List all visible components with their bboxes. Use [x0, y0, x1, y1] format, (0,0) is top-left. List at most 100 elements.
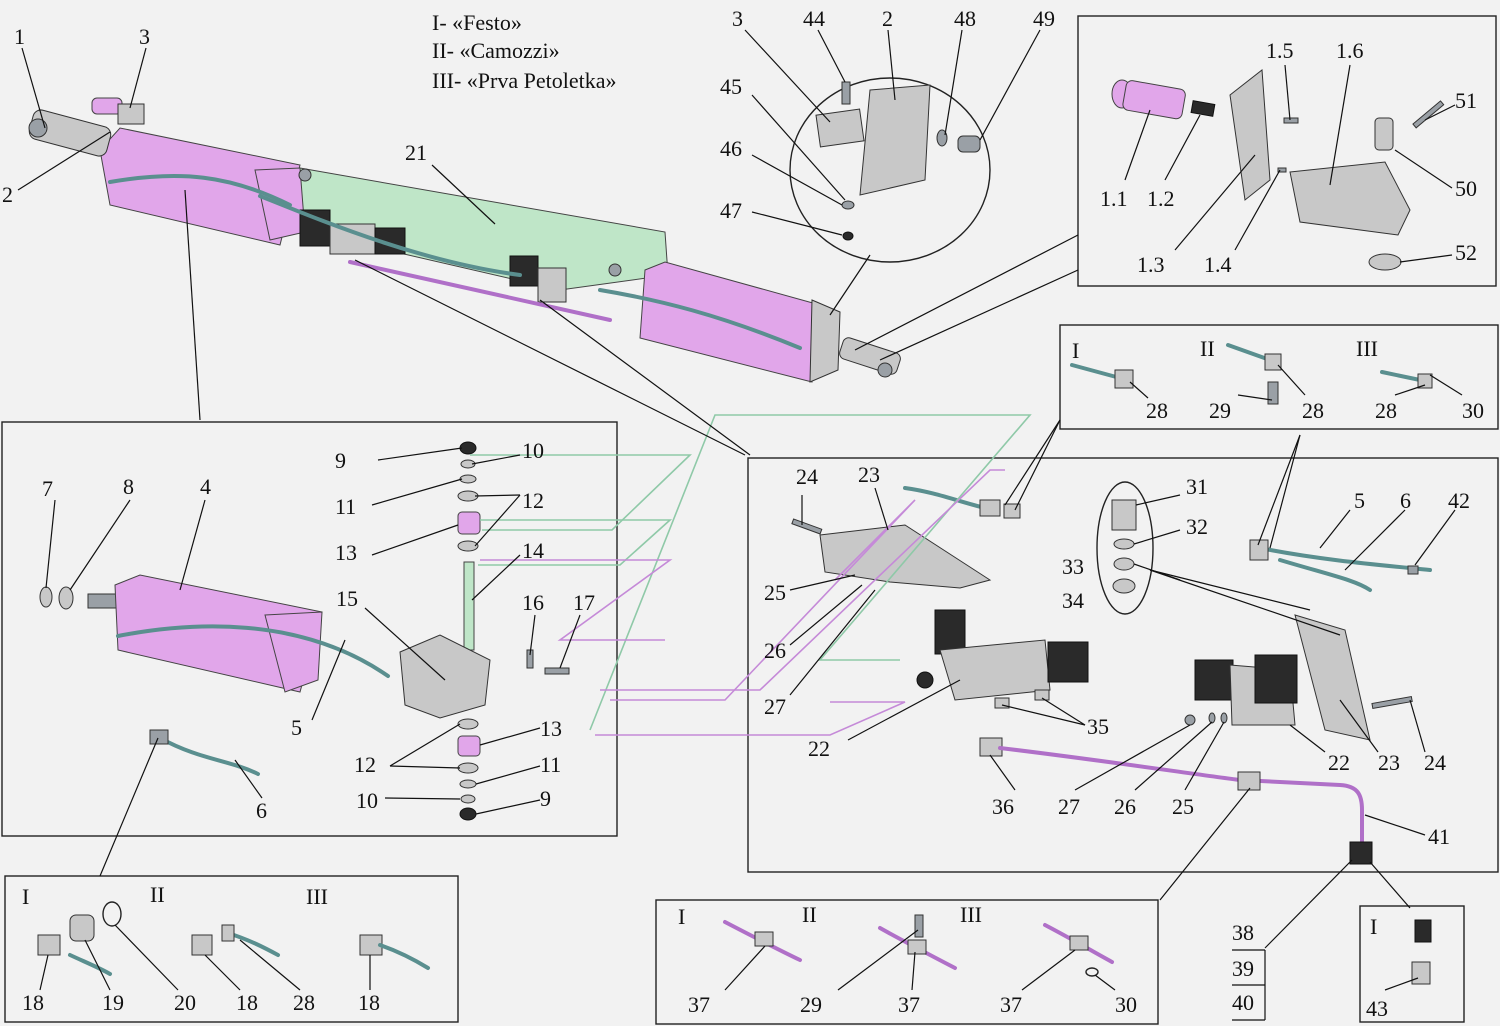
- callout: 1.5: [1266, 38, 1294, 63]
- callout: 26: [1114, 794, 1136, 819]
- part-1-5-pin: [1283, 117, 1299, 124]
- part-23-bracket-left: [819, 524, 992, 589]
- callout: 17: [573, 590, 595, 615]
- valve-fitting-right: [1249, 539, 1269, 561]
- callout: 13: [335, 540, 357, 565]
- callout: 43: [1366, 996, 1388, 1021]
- valve-hose-1: [903, 486, 987, 510]
- callout: 9: [540, 786, 551, 811]
- guide-green-1: [470, 454, 692, 531]
- part-34-nut: [1112, 578, 1136, 594]
- part-15-bracket: [399, 634, 491, 719]
- part-16-pin: [526, 649, 534, 669]
- callout: 12: [354, 752, 376, 777]
- part-8-seal: [58, 586, 74, 610]
- sensor-bolt: [957, 135, 981, 153]
- callout: 18: [236, 990, 258, 1015]
- part-9-nut-top: [459, 441, 477, 455]
- part-12-washer-bottom: [457, 718, 479, 730]
- sensor-nut-47: [842, 231, 854, 241]
- valve-detail-panel: [747, 457, 1499, 873]
- callout: 45: [720, 74, 742, 99]
- part-5-hose: [116, 624, 390, 678]
- callout: 20: [174, 990, 196, 1015]
- fastener-detail-ellipse: [1096, 481, 1154, 615]
- variant-label: I: [1072, 338, 1079, 363]
- leader-lines: [17, 29, 1463, 991]
- right-cylinder-cap: [809, 299, 841, 383]
- clevis-parts-frame: [1077, 15, 1497, 287]
- f37-screw-29: [914, 914, 924, 938]
- fittings-37-frame: [655, 899, 1159, 1025]
- f28-screw-29: [1267, 381, 1279, 405]
- f18-part-19: [69, 914, 95, 942]
- callout: 28: [293, 990, 315, 1015]
- f28-hose-3: [1380, 370, 1422, 382]
- part-7-ring: [39, 586, 53, 608]
- valve-fitting-1: [979, 499, 1001, 517]
- f18-hose-1: [68, 953, 112, 976]
- callouts-bottom-right: I 43 38 39 40: [1232, 914, 1388, 1021]
- callout: 18: [22, 990, 44, 1015]
- callout: 36: [992, 794, 1014, 819]
- callouts-right-detail: 24 23 31 32 33 34 25 26 27 35 22 5 6 42 …: [764, 462, 1470, 849]
- callout: 1.4: [1204, 252, 1232, 277]
- callout: 25: [764, 580, 786, 605]
- valve-hose-6: [1278, 558, 1372, 592]
- part-33-washer: [1113, 557, 1135, 571]
- callout: 16: [522, 590, 544, 615]
- variant-label: II: [150, 882, 165, 907]
- callout: 38: [1232, 920, 1254, 945]
- variant-label: I: [1370, 914, 1377, 939]
- variant-label: II: [1200, 336, 1215, 361]
- right-clevis-pin: [877, 362, 893, 378]
- callout: 19: [102, 990, 124, 1015]
- valve-mid-a: [509, 255, 539, 287]
- f18-fitting-2b: [221, 924, 235, 942]
- callout: 50: [1455, 176, 1477, 201]
- callout: 6: [256, 798, 267, 823]
- f28-fitting-2: [1264, 353, 1282, 371]
- fittings-37-panel: [655, 899, 1159, 1025]
- tee-fitting: [1237, 771, 1261, 791]
- f28-fitting-1: [1114, 369, 1134, 389]
- callout: 22: [808, 736, 830, 761]
- clevis-parts-panel: [1077, 15, 1497, 287]
- callout: 5: [291, 715, 302, 740]
- main-hose-3: [598, 288, 802, 350]
- callout: 3: [732, 6, 743, 31]
- f18-hose-3: [378, 943, 430, 970]
- valve-mid-body: [537, 267, 567, 303]
- callout: 1: [14, 24, 25, 49]
- sensor-body: [815, 108, 865, 148]
- callout: 14: [522, 538, 544, 563]
- left-clevis-pin: [28, 118, 48, 138]
- callouts-left-detail: 7 8 4 9 10 11 12 13 14 15 16 17 5 6 12 1…: [42, 438, 595, 823]
- callout: 2: [882, 6, 893, 31]
- callout: 46: [720, 136, 742, 161]
- callout: 39: [1232, 956, 1254, 981]
- part-31-bolt: [1111, 499, 1137, 531]
- part-35-fitting-b: [1034, 689, 1050, 701]
- f37-fitting-3: [1069, 935, 1089, 951]
- callout: 28: [1146, 398, 1168, 423]
- f37-fitting-1: [754, 931, 774, 947]
- callouts-bottom-mid: I II III 37 29 37 37 30: [678, 902, 1137, 1017]
- valve-22-body-left: [939, 639, 1051, 701]
- callout: 51: [1455, 88, 1477, 113]
- callout: 32: [1186, 514, 1208, 539]
- callout: 8: [123, 474, 134, 499]
- cylinder-rod: [87, 593, 117, 609]
- callout: 7: [42, 476, 53, 501]
- variant-label: II: [802, 902, 817, 927]
- callout: 35: [1087, 714, 1109, 739]
- callout: 24: [1424, 750, 1446, 775]
- guide-lines: [470, 414, 1032, 736]
- part-11-washer-top: [459, 474, 477, 484]
- valve-detail-frame: [747, 457, 1499, 873]
- callout: 5: [1354, 488, 1365, 513]
- part-1-3-plate: [1229, 69, 1271, 201]
- callout: 48: [954, 6, 976, 31]
- part-38-connector: [1349, 841, 1373, 865]
